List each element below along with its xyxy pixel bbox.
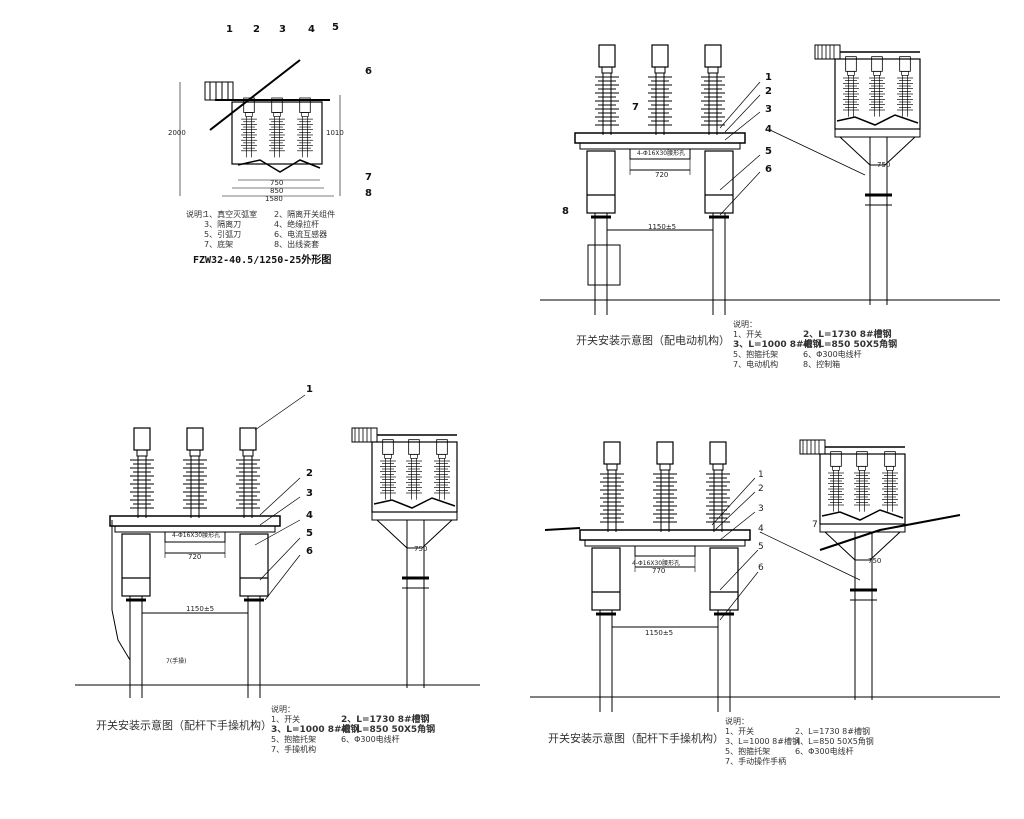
legend-item: 7、手操机构 bbox=[271, 745, 317, 754]
part-number: 1 bbox=[758, 470, 764, 480]
legend-item: 8、控制箱 bbox=[803, 360, 841, 369]
legend-item: 2、隔离开关组件 bbox=[274, 210, 336, 219]
legend-item: 7、底架 bbox=[204, 240, 234, 249]
part-number: 5 bbox=[758, 542, 764, 552]
part-number: 4 bbox=[765, 124, 772, 135]
dim-label: 1150±5 bbox=[186, 605, 215, 613]
legend-item: 1、开关 bbox=[733, 330, 763, 339]
dim-label: 720 bbox=[655, 171, 669, 179]
part-number: 6 bbox=[758, 563, 764, 573]
side-view-manual-2 bbox=[800, 440, 905, 700]
part-number: 1 bbox=[226, 24, 233, 35]
drawing-title: 开关安装示意图（配杆下手操机构） bbox=[548, 732, 724, 745]
legend-item: 1、开关 bbox=[725, 727, 755, 736]
part-number: 7 bbox=[365, 172, 372, 183]
side-view-manual bbox=[352, 428, 457, 688]
legend-item: 4、L=850 50X5角钢 bbox=[795, 737, 874, 746]
dim-label: 1010 bbox=[326, 129, 344, 137]
legend-item: 1、开关 bbox=[271, 715, 301, 724]
part-number: 4 bbox=[308, 24, 315, 35]
legend-head: 说明： bbox=[725, 717, 749, 726]
part-number: 2 bbox=[758, 484, 764, 494]
part-number: 1 bbox=[306, 384, 313, 395]
legend-item: 8、出线瓷套 bbox=[274, 240, 320, 249]
part-number: 4 bbox=[306, 510, 313, 521]
legend-item: 6、Φ300电线杆 bbox=[341, 735, 400, 744]
legend-item: 3、L=1000 8#槽钢 bbox=[271, 725, 360, 735]
legend-item: 4、绝缘拉杆 bbox=[274, 220, 320, 229]
part-number: 6 bbox=[365, 66, 372, 77]
part-number: 2 bbox=[306, 468, 313, 479]
dim-label: 1150±5 bbox=[645, 629, 674, 637]
front-view-manual bbox=[110, 428, 280, 698]
dim-label: 2000 bbox=[168, 129, 186, 137]
dim-label: 4-Φ16X30腰形孔 bbox=[172, 532, 221, 539]
drawing-title: 开关安装示意图（配杆下手操机构） bbox=[96, 719, 272, 732]
legend-item: 7、手动操作手柄 bbox=[725, 757, 787, 766]
front-view-manual-2 bbox=[580, 442, 750, 712]
legend-item: 2、L=1730 8#槽钢 bbox=[341, 715, 430, 725]
model-title: FZW32-40.5/1250-25外形图 bbox=[193, 255, 332, 266]
legend-item: 6、Φ300电线杆 bbox=[803, 350, 862, 359]
legend-item: 4、L=850 50X5角钢 bbox=[341, 725, 436, 735]
part-number: 2 bbox=[765, 86, 772, 97]
legend-item: 3、隔离刀 bbox=[204, 220, 242, 229]
drawing-title: 开关安装示意图（配电动机构） bbox=[576, 334, 730, 347]
part-number: 7 bbox=[812, 520, 818, 530]
dim-label: 850 bbox=[270, 187, 284, 195]
legend-head: 说明： bbox=[733, 320, 757, 329]
part-number: 5 bbox=[332, 22, 339, 33]
legend-item: 5、抱箍托架 bbox=[725, 747, 771, 756]
legend-item: 2、L=1730 8#槽钢 bbox=[803, 330, 892, 340]
legend-item: 3、L=1000 8#槽钢 bbox=[725, 737, 800, 746]
legend-item: 5、抱箍托架 bbox=[271, 735, 317, 744]
manual-handle bbox=[111, 520, 131, 661]
part-number: 7 bbox=[632, 102, 639, 113]
part-number: 4 bbox=[758, 524, 764, 534]
device-outline-view bbox=[179, 59, 341, 197]
legend-item: 6、Φ300电线杆 bbox=[795, 747, 854, 756]
legend-item: 6、电流互感器 bbox=[274, 230, 328, 239]
dim-label: 7(手操) bbox=[166, 658, 187, 665]
dim-label: 750 bbox=[270, 179, 284, 187]
legend-head: 说明： bbox=[186, 210, 210, 219]
dim-label: 4-Φ16X30腰形孔 bbox=[637, 150, 686, 157]
legend-item: 5、抱箍托架 bbox=[733, 350, 779, 359]
part-number: 5 bbox=[306, 528, 313, 539]
dim-label: 750 bbox=[877, 161, 891, 169]
part-number: 3 bbox=[279, 24, 286, 35]
legend-head: 说明： bbox=[271, 705, 295, 714]
side-view-electric bbox=[815, 45, 920, 305]
part-number: 6 bbox=[765, 164, 772, 175]
dim-label: 770 bbox=[652, 567, 666, 575]
part-number: 3 bbox=[306, 488, 313, 499]
legend-item: 1、真空灭弧室 bbox=[204, 210, 258, 219]
part-number: 8 bbox=[365, 188, 372, 199]
legend-item: 2、L=1730 8#槽钢 bbox=[795, 727, 870, 736]
part-number: 6 bbox=[306, 546, 313, 557]
legend: 说明：1、真空灭弧室 2、隔离开关组件 3、隔离刀 4、绝缘拉杆 5、引弧刀 6、电流… bbox=[186, 210, 335, 250]
legend-item: 3、L=1000 8#槽钢 bbox=[733, 340, 822, 350]
part-number: 5 bbox=[765, 146, 772, 157]
dim-label: 750 bbox=[868, 557, 882, 565]
part-number: 3 bbox=[765, 104, 772, 115]
part-number: 3 bbox=[758, 504, 764, 514]
legend-item: 4、L=850 50X5角钢 bbox=[803, 340, 898, 350]
dim-label: 1580 bbox=[265, 195, 283, 203]
control-box bbox=[587, 244, 621, 286]
part-number: 1 bbox=[765, 72, 772, 83]
dim-label: 1150±5 bbox=[648, 223, 677, 231]
dim-label: 4-Φ16X30腰形孔 bbox=[632, 560, 681, 567]
dim-label: 720 bbox=[188, 553, 202, 561]
legend-item: 7、电动机构 bbox=[733, 360, 779, 369]
legend-item: 5、引弧刀 bbox=[204, 230, 242, 239]
dim-label: 750 bbox=[414, 545, 428, 553]
part-number: 2 bbox=[253, 24, 260, 35]
part-number: 8 bbox=[562, 206, 569, 217]
